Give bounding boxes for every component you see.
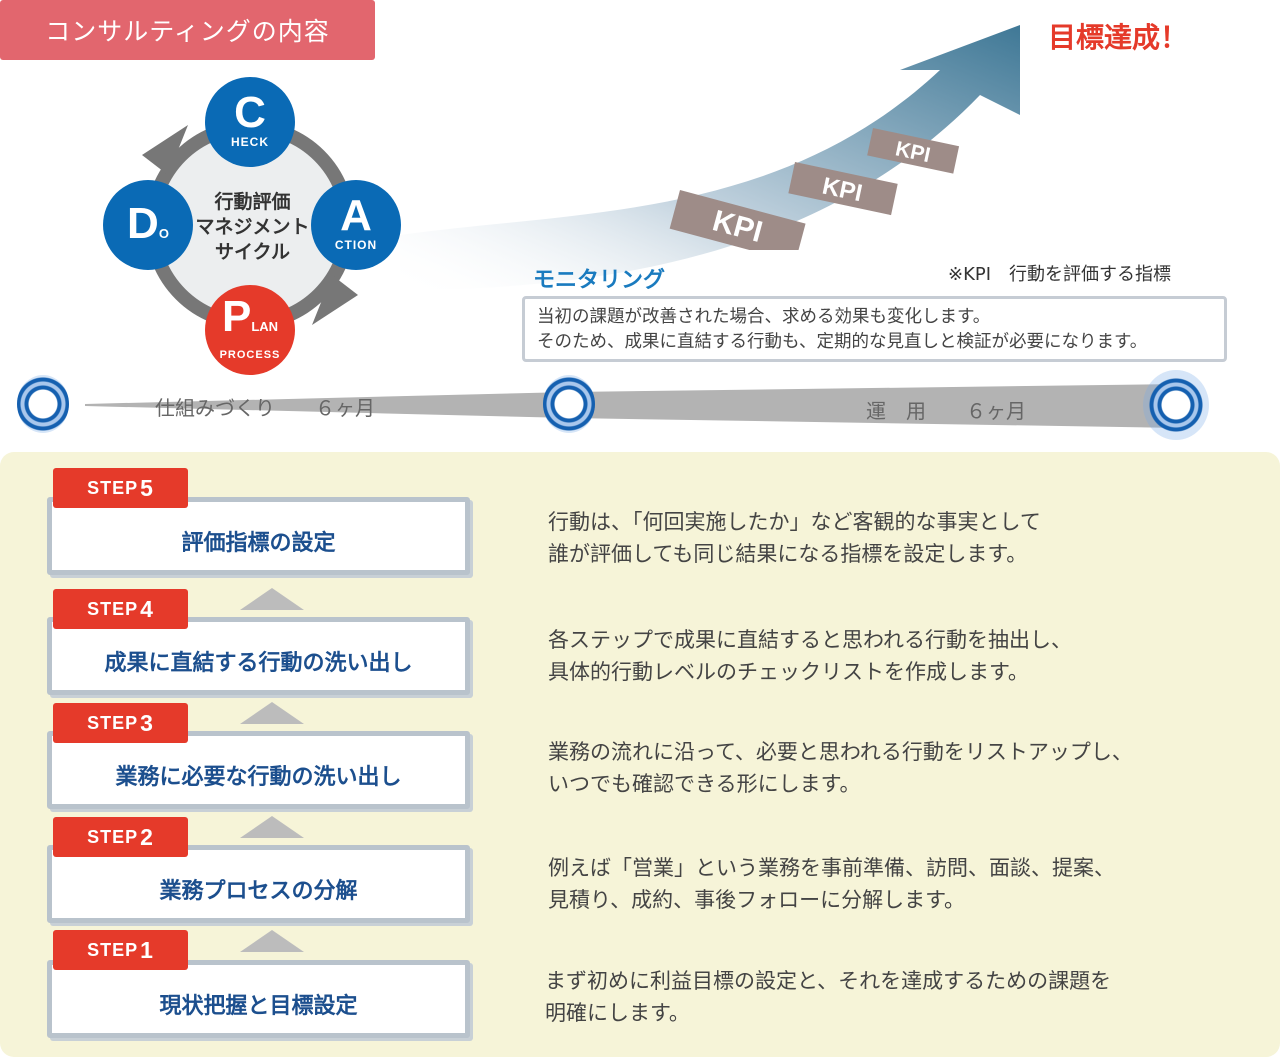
up-arrow-icon [240, 702, 304, 724]
step1-box: 現状把握と目標設定 [47, 960, 470, 1038]
step2-box: 業務プロセスの分解 [47, 845, 470, 923]
action-circle: A CTION [311, 180, 401, 270]
kpi-tags: KPI KPI KPI [669, 128, 960, 250]
step4-description: 各ステップで成果に直結すると思われる行動を抽出し、具体的行動レベルのチェックリス… [548, 628, 1072, 684]
step3-box: 業務に必要な行動の洗い出し [47, 731, 470, 809]
do-letter: DO [127, 199, 169, 248]
phase-build-label: 仕組みづくり ６ヶ月 [155, 396, 375, 420]
section-title-banner: コンサルティングの内容 [0, 0, 375, 60]
clock-icon [543, 375, 595, 433]
kpi-tag: KPI [788, 162, 898, 216]
cycle-arrow-icon [312, 275, 358, 325]
timeline-bar [85, 384, 1180, 428]
plan-sub-label: PROCESS [219, 349, 281, 361]
action-label: CTION [334, 238, 378, 252]
step1-description: まず初めに利益目標の設定と、それを達成するための課題を明確にします。 [545, 969, 1112, 1025]
check-label: HECK [230, 135, 269, 149]
up-arrow-icon [240, 816, 304, 838]
goal-text: 目標達成！ [1048, 21, 1189, 54]
step2-description: 例えば「営業」という業務を事前準備、訪問、面談、提案、見積り、成約、事後フォロー… [548, 856, 1115, 912]
up-arrow-icon [240, 588, 304, 610]
action-letter: A [340, 191, 372, 240]
plan-letter: PLAN [221, 292, 279, 341]
cycle-center-text: 行動評価マネジメントサイクル [195, 191, 310, 263]
monitoring-box: 当初の課題が改善された場合、求める効果も変化します。 そのため、成果に直結する行… [522, 296, 1227, 362]
step4-box: 成果に直結する行動の洗い出し [47, 617, 470, 695]
kpi-tag: KPI [867, 128, 960, 174]
step3-description: 業務の流れに沿って、必要と思われる行動をリストアップし、いつでも確認できる形にし… [548, 740, 1133, 796]
monitoring-line: そのため、成果に直結する行動も、定期的な見直しと検証が必要になります。 [537, 332, 1148, 352]
growth-arrow-icon [400, 25, 1020, 290]
do-circle: DO [103, 180, 193, 270]
cycle-arrow-icon [142, 125, 188, 175]
check-letter: C [234, 88, 266, 137]
up-arrow-icon [240, 930, 304, 952]
monitoring-label: モニタリング [533, 268, 666, 293]
clock-icon [1143, 370, 1209, 440]
monitoring-line: 当初の課題が改善された場合、求める効果も変化します。 [537, 307, 991, 327]
kpi-tag: KPI [669, 190, 806, 250]
check-circle: C HECK [205, 77, 295, 167]
clock-icon [17, 375, 69, 433]
step5-box: 評価指標の設定 [47, 497, 470, 575]
phase-operate-label: 運 用 ６ヶ月 [866, 399, 1026, 423]
kpi-note: ※KPI 行動を評価する指標 [948, 264, 1172, 285]
plan-circle: PLAN PROCESS [205, 285, 295, 375]
step5-description: 行動は、「何回実施したか」など客観的な事実として誰が評価しても同じ結果になる指標… [548, 510, 1041, 566]
